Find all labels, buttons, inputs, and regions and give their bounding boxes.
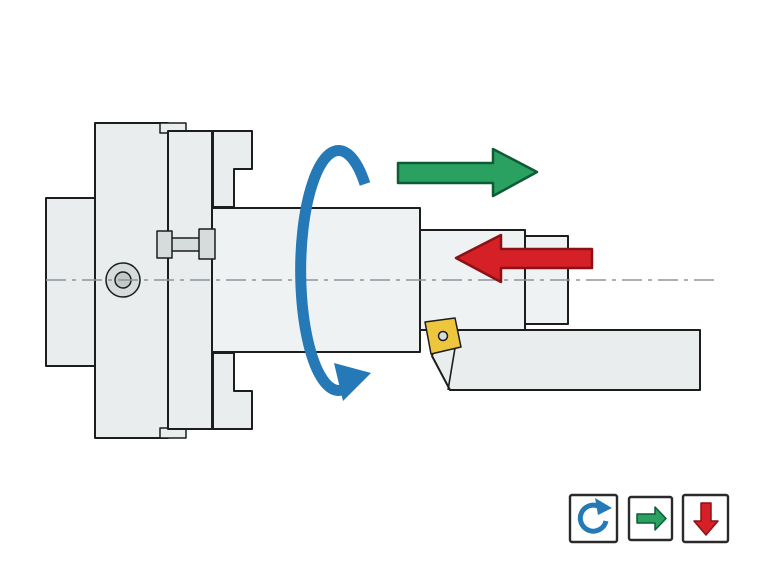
legend-box-rotation — [568, 493, 619, 544]
clamp-block — [198, 228, 216, 260]
insert-screw-hole — [437, 330, 449, 342]
down-arrow-icon — [693, 502, 719, 536]
legend — [568, 493, 730, 544]
feed-direction-arrow — [396, 147, 539, 198]
chuck-backplate — [45, 197, 96, 367]
rotation-arrow-head — [334, 363, 371, 401]
clamp-screw-head — [156, 230, 173, 259]
clamp-screw-shaft — [170, 237, 202, 252]
chuck-jaw-bottom — [212, 352, 253, 430]
rotation-arrow-icon — [577, 502, 609, 534]
tool-holder — [431, 329, 701, 391]
rotation-arrow-arc — [295, 144, 371, 396]
right-arrow-icon — [636, 506, 667, 531]
infeed-arrow — [454, 233, 594, 284]
rotation-arrow-icon-head — [595, 498, 612, 515]
chuck-jaw-top — [212, 130, 253, 208]
